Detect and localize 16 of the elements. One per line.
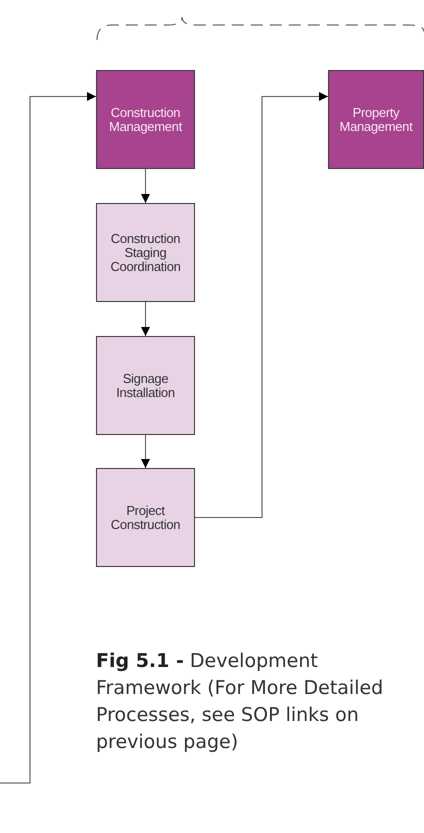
arrow [141,302,150,336]
process-box [96,203,195,302]
box-label: Construction Staging Coordination [109,232,182,274]
process-box [328,70,424,169]
arrow [141,434,150,468]
arrow [194,92,328,518]
process-box [96,70,195,169]
box-label: Signage Installation [115,372,176,400]
process-box [96,336,195,435]
arrow [141,168,150,204]
box-label: Project Construction [110,504,182,532]
box-label: Property Management [338,106,414,134]
box-label: Construction Management [108,106,184,134]
figure-caption: Fig 5.1 - Development Framework (For More Detailed Processes, see SOP links on previous page) [96,649,384,755]
arrow [0,92,96,784]
process-box [96,468,195,567]
